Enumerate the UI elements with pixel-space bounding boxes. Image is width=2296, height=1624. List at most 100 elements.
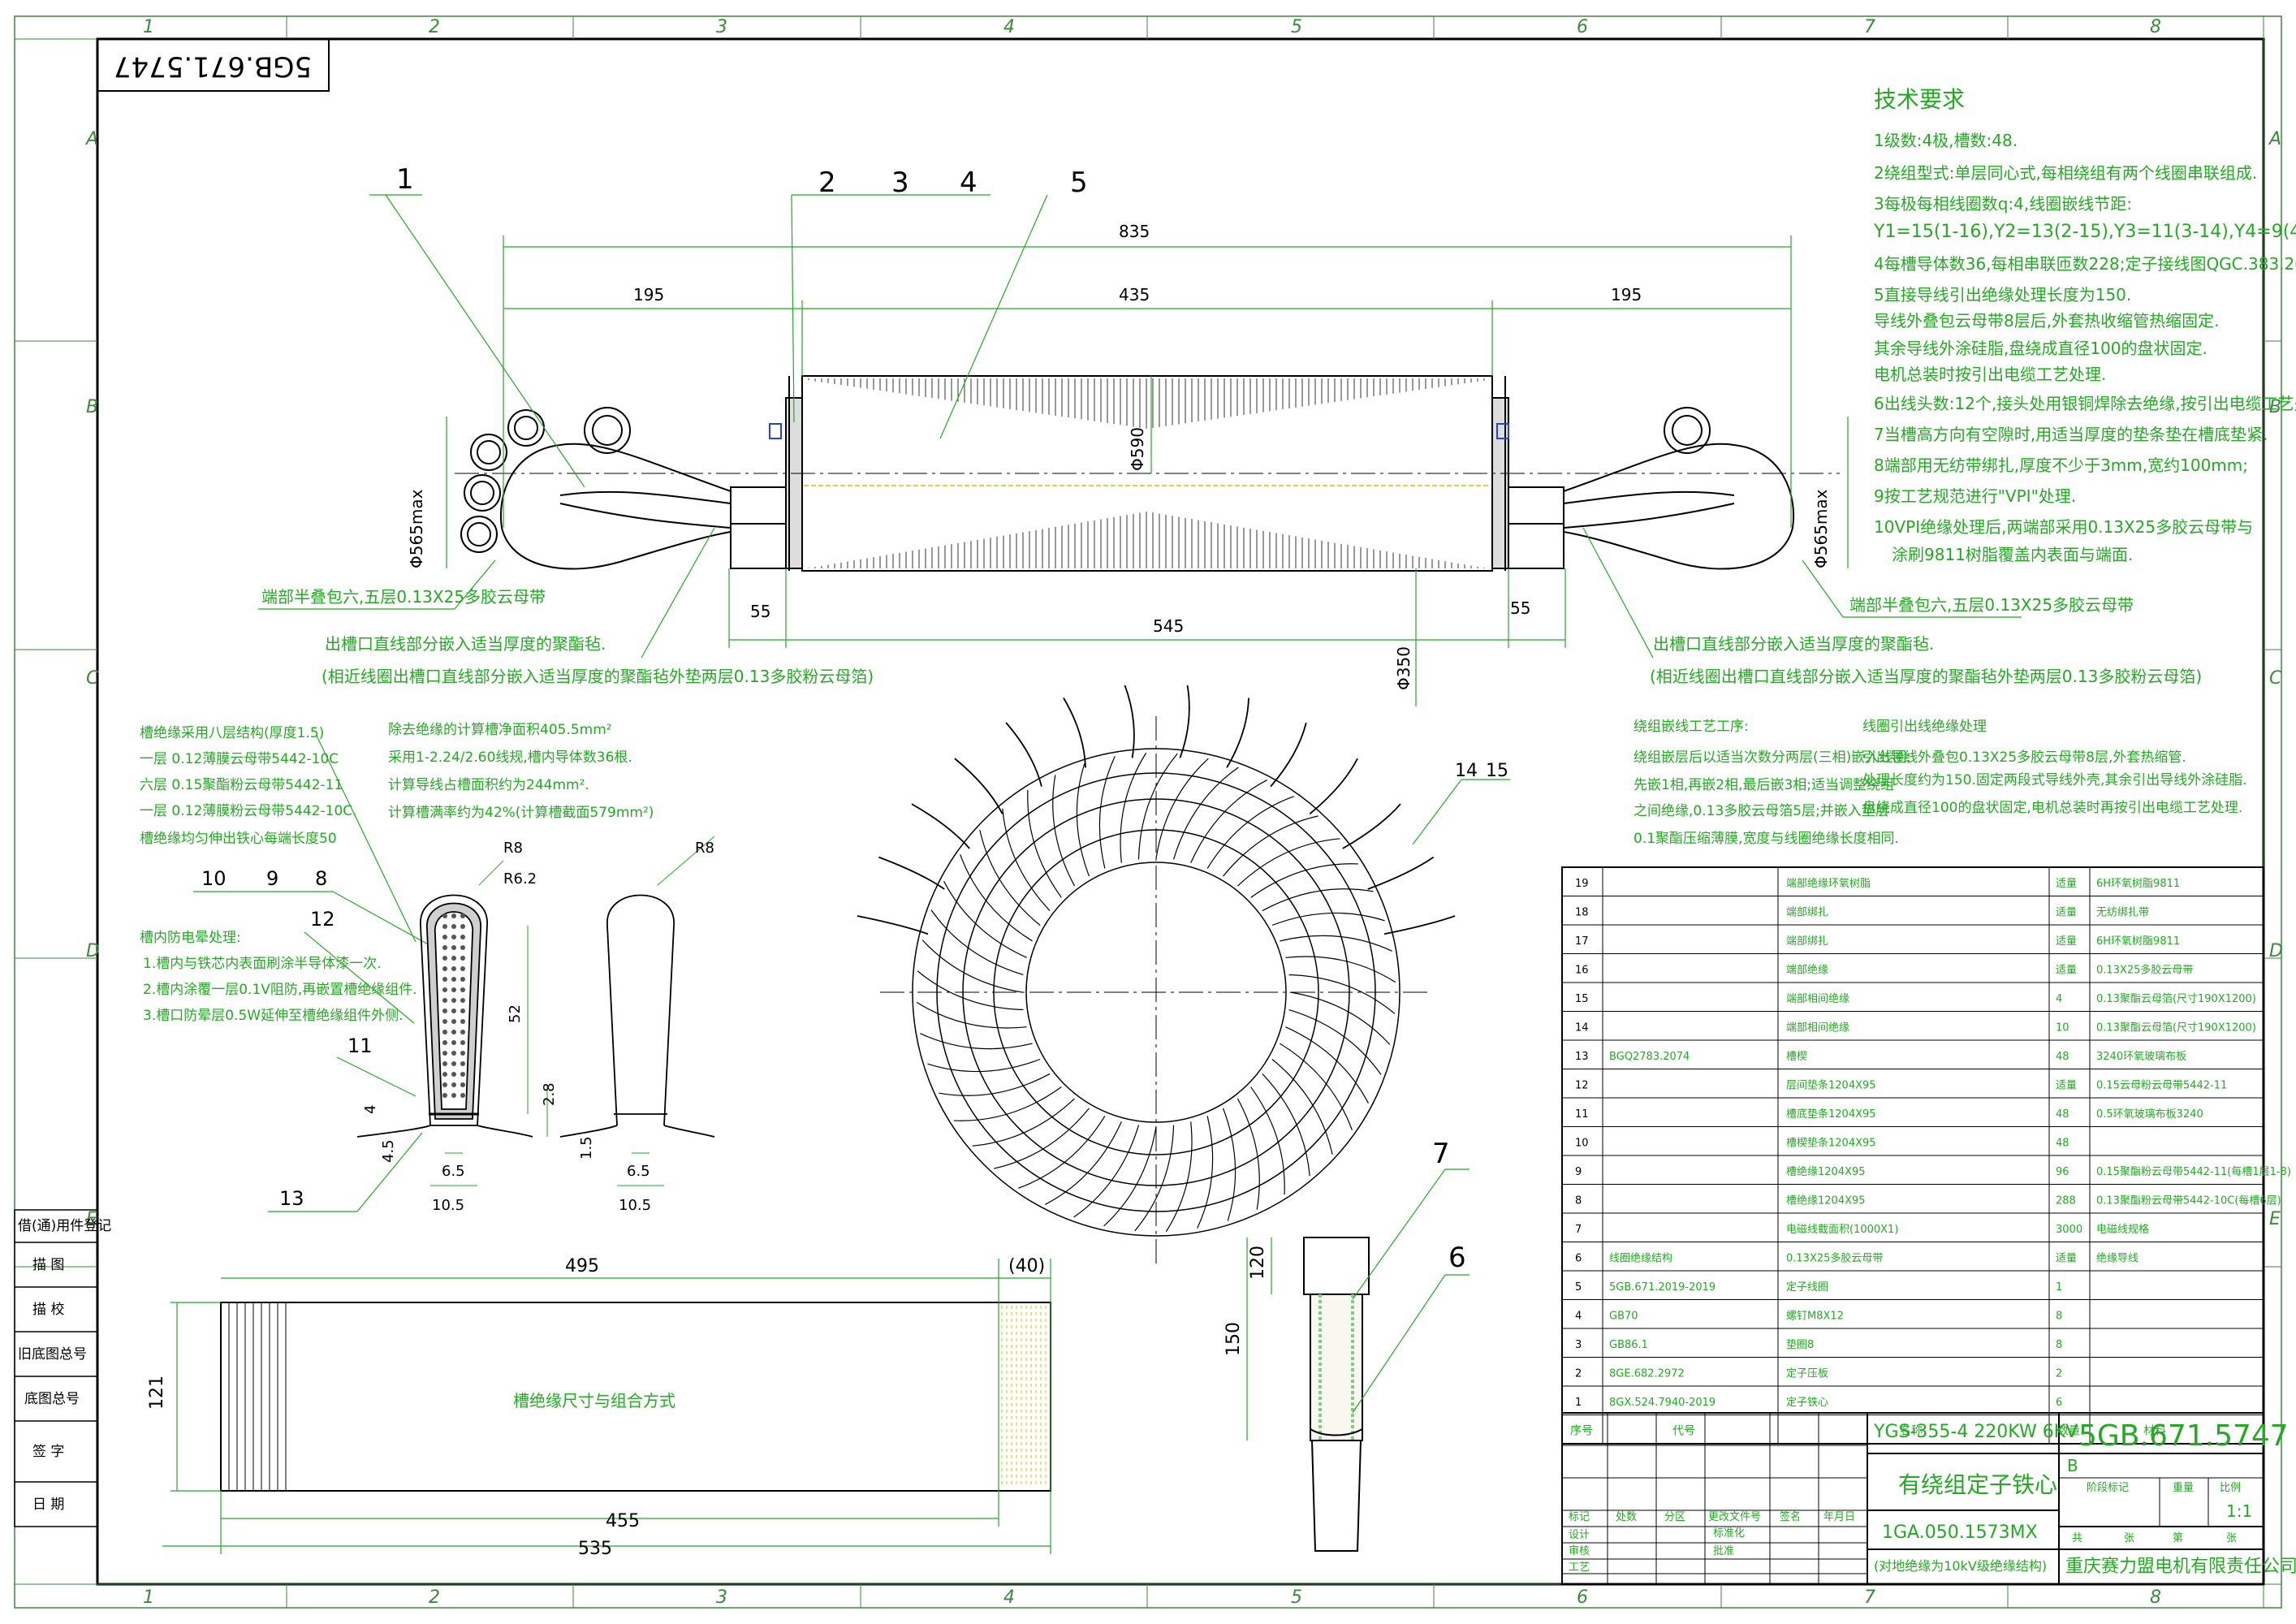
liner-caption: 槽绝缘尺寸与组合方式 xyxy=(513,1391,675,1410)
coil-end xyxy=(1045,1121,1122,1205)
coil-end xyxy=(1250,1086,1285,1195)
dim-835: 835 xyxy=(1119,222,1150,241)
lead-hook xyxy=(1005,722,1042,787)
dim-590: Φ590 xyxy=(1128,427,1147,471)
tech-line: 8端部用无纺带绑扎,厚度不少于3mm,宽约100mm; xyxy=(1874,456,2248,475)
bom-cell: 3 xyxy=(1575,1339,1582,1351)
balloon-3: 3 xyxy=(891,166,909,199)
liner-overlap-hatch xyxy=(1001,1306,1047,1488)
lead-cable-dims xyxy=(1246,1168,1470,1440)
coil-end xyxy=(972,1098,1075,1147)
conductor-dot xyxy=(442,1051,447,1056)
row-label: C xyxy=(86,668,99,689)
conductor-dot xyxy=(460,1061,465,1066)
slot-exit-right-1: 出槽口直线部分嵌入适当厚度的聚酯毡. xyxy=(1653,634,1934,654)
slot-calc-line: 计算导线占槽面积约为244mm². xyxy=(388,777,589,793)
conductor-dot xyxy=(442,987,447,992)
conductor-dot xyxy=(442,977,447,982)
row-label: A xyxy=(2268,129,2281,149)
coil-end xyxy=(1002,808,1051,911)
conductor-dot xyxy=(451,1040,456,1045)
balloon-8: 8 xyxy=(315,867,327,890)
part-balloon-labels: 1 2 3 4 5 xyxy=(396,163,1088,199)
bom-cell: 端部相间绝缘 xyxy=(1786,992,1849,1005)
col-change: 更改文件号 xyxy=(1708,1511,1761,1523)
dim-r8-right: R8 xyxy=(695,840,714,857)
coil-end xyxy=(1172,767,1239,860)
bom-cell: 18 xyxy=(1575,907,1589,919)
row-label: A xyxy=(84,129,98,149)
inverted-drawing-number: 5GB.671.5747 xyxy=(97,38,330,92)
bom-cell: 6H环氧树脂9811 xyxy=(2096,878,2180,890)
bom-cell: 96 xyxy=(2056,1166,2069,1178)
slot-detail-dims xyxy=(430,836,715,1186)
bom-cell: 5GB.671.2019-2019 xyxy=(1609,1281,1716,1294)
lead-cable-labels: 120 150 7 6 xyxy=(1224,1138,1466,1356)
coil-end xyxy=(1285,956,1396,983)
conductor-dot xyxy=(442,914,447,918)
balloon-7: 7 xyxy=(1432,1138,1450,1170)
conductor-dot xyxy=(451,1061,456,1066)
liner-dims xyxy=(162,1259,1051,1554)
conductor-dot xyxy=(451,966,456,971)
conductor-dot xyxy=(442,998,447,1003)
side-note-leaders xyxy=(258,527,2022,659)
conductor-dot xyxy=(442,945,447,950)
bom-cell: 7 xyxy=(1575,1224,1582,1236)
bom-cell: 4 xyxy=(1575,1311,1582,1323)
side-dimensions xyxy=(446,235,1849,706)
row-label: D xyxy=(2269,941,2283,961)
stamp-row: 旧底图总号 xyxy=(18,1346,87,1363)
coil-end xyxy=(1018,1116,1106,1189)
coil-end xyxy=(1120,752,1147,863)
bom-cell: BGQ2783.2074 xyxy=(1609,1051,1690,1063)
col-label: 7 xyxy=(1864,17,1875,37)
tech-line: 2绕组型式:单层同心式,每相绕组有两个线圈串联组成. xyxy=(1874,163,2257,183)
part-name: 有绕组定子铁心 xyxy=(1898,1471,2057,1498)
conductor-dot xyxy=(451,987,456,992)
bom-cell: 定子铁心 xyxy=(1786,1397,1828,1409)
stator-end-view xyxy=(857,685,1456,1268)
dim-105-left: 10.5 xyxy=(432,1197,464,1214)
bom-cell: 适量 xyxy=(2056,1253,2077,1265)
stage-mark: 阶段标记 xyxy=(2087,1482,2129,1494)
col-label: 5 xyxy=(1291,17,1302,37)
coil-end xyxy=(1271,1059,1333,1155)
coil-end xyxy=(953,1086,1062,1121)
conductor-dot xyxy=(460,945,465,950)
bom-cell: 5 xyxy=(1575,1281,1582,1294)
coil-end xyxy=(1190,780,1267,863)
coil-end xyxy=(921,939,1023,993)
conductor-dot xyxy=(451,1019,456,1024)
conductor-dot xyxy=(442,1061,447,1066)
core-laminations xyxy=(808,378,1485,568)
bom-cell: 适量 xyxy=(2056,1080,2077,1092)
dim-435: 435 xyxy=(1119,285,1150,304)
row-label: C xyxy=(2269,668,2282,689)
coil-end xyxy=(1098,756,1116,869)
role-standard: 标准化 xyxy=(1713,1527,1745,1540)
tech-line: 7当槽高方向有空隙时,用适当厚度的垫条垫在槽底垫紧. xyxy=(1874,425,2268,444)
coil-end xyxy=(1027,789,1062,898)
slot-conductors xyxy=(442,914,465,1098)
coil-end xyxy=(1236,1098,1260,1210)
coil-end xyxy=(1206,796,1294,869)
balloon-15: 15 xyxy=(1486,761,1508,781)
dim-28: 2.8 xyxy=(541,1082,558,1106)
bom-cell: 电磁线截面积(1000X1) xyxy=(1786,1224,1898,1236)
coil-end xyxy=(960,854,1033,942)
conductor-dot xyxy=(460,914,465,918)
lead-hook xyxy=(1063,698,1086,768)
bom-cell: GB86.1 xyxy=(1609,1339,1648,1351)
coil-end xyxy=(1289,991,1391,1045)
dim-40: (40) xyxy=(1008,1256,1045,1276)
sheet-unit2: 张 xyxy=(2226,1532,2237,1544)
conductor-dot xyxy=(451,1051,456,1056)
conductor-dot xyxy=(442,924,447,929)
coil-end xyxy=(1137,753,1178,860)
balloon-14: 14 xyxy=(1455,761,1478,781)
lead-cable-detail xyxy=(1303,1237,1370,1552)
conductor-dot xyxy=(442,1019,447,1024)
role-process: 工艺 xyxy=(1569,1561,1590,1574)
coil-end xyxy=(1197,1116,1214,1229)
